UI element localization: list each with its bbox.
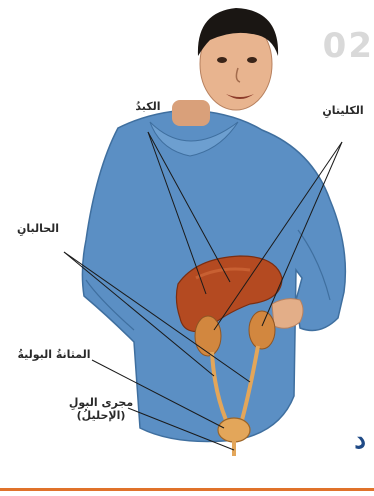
label-urethra-line2: (الإحليلُ) [62,409,140,422]
right-eye [247,57,257,63]
bottom-rule [0,488,374,491]
label-bladder: المثانةُ البوليةُ [6,348,102,361]
hand [272,299,303,329]
label-ureters: الحالبانِ [6,222,70,235]
bladder [218,418,250,442]
label-urethra-line1: مجرى البولِ [62,396,140,409]
left-kidney [195,316,221,356]
label-liver: الكبدُ [118,100,178,113]
watermark-digits: 02 [294,26,374,66]
label-kidneys: الكليتانِ [312,104,374,117]
corner-letter: د [354,425,366,455]
left-eye [217,57,227,63]
right-kidney [249,311,275,349]
label-urethra: مجرى البولِ (الإحليلُ) [62,396,140,422]
